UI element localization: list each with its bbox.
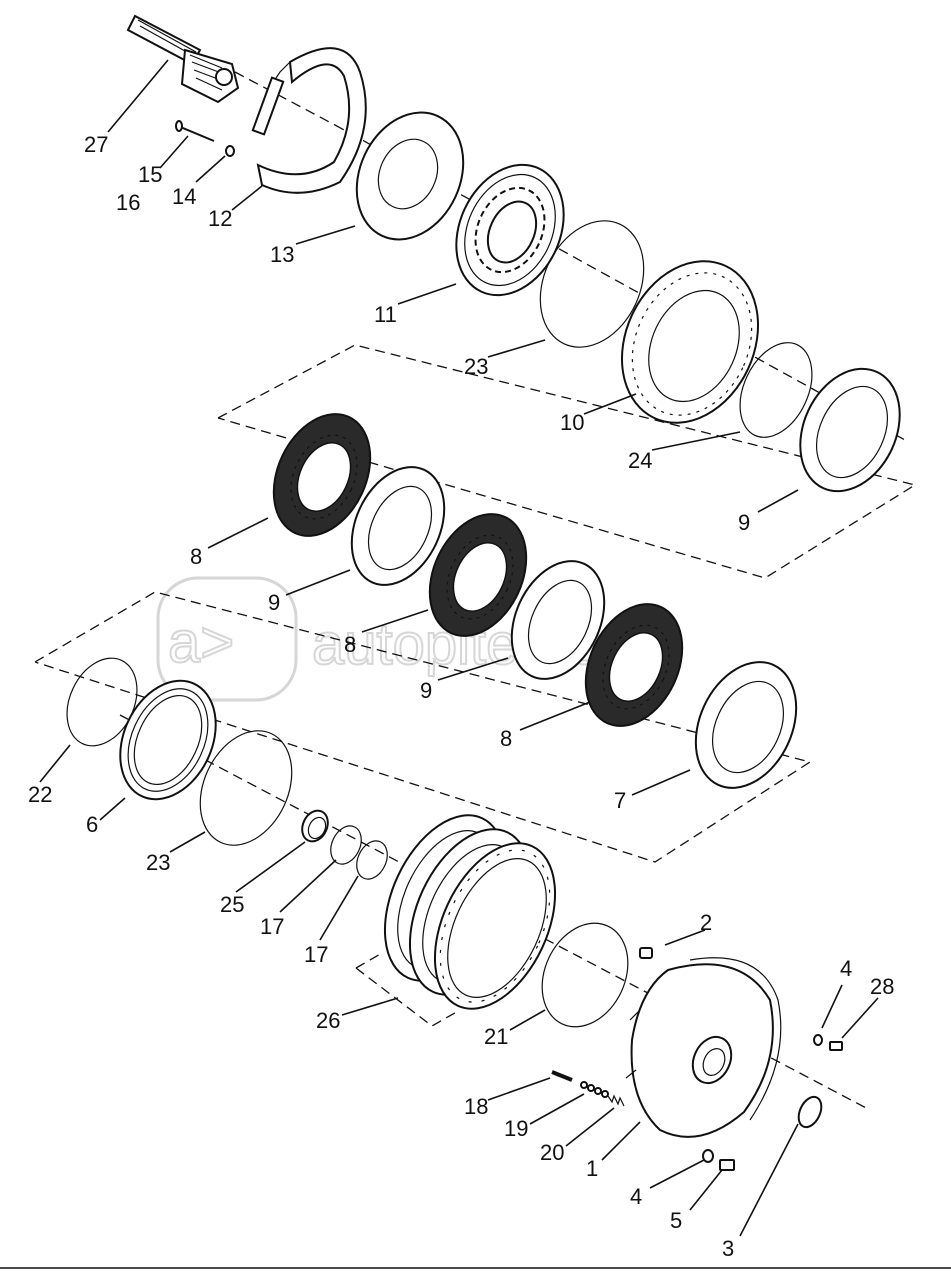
label-16: 16 xyxy=(116,190,140,215)
label-9-middle: 9 xyxy=(420,678,432,703)
part-19-balls xyxy=(580,1081,609,1098)
part-25-bearing xyxy=(301,809,329,843)
label-4-lower: 4 xyxy=(630,1184,642,1209)
label-8-middle: 8 xyxy=(344,632,356,657)
label-20: 20 xyxy=(540,1140,564,1165)
label-24: 24 xyxy=(628,448,652,473)
part-1-housing xyxy=(625,957,782,1138)
part-20-spring xyxy=(607,1094,625,1107)
part-4-washer-upper xyxy=(813,1034,823,1046)
label-12: 12 xyxy=(208,206,232,231)
label-18: 18 xyxy=(464,1094,488,1119)
label-14: 14 xyxy=(172,184,196,209)
part-3-seal xyxy=(797,1095,823,1129)
group-outlines xyxy=(34,344,917,1027)
part-24-oring xyxy=(739,342,813,438)
part-9-separator-plate-c xyxy=(510,560,606,680)
part-8-friction-disc-b xyxy=(428,513,528,637)
part-14-washer xyxy=(225,145,235,157)
part-21-oring xyxy=(541,922,629,1028)
label-10: 10 xyxy=(560,410,584,435)
part-13-plate xyxy=(355,111,465,241)
label-22: 22 xyxy=(28,782,52,807)
part-10-piston xyxy=(620,260,760,424)
label-26: 26 xyxy=(316,1008,340,1033)
part-15-bolt xyxy=(175,120,215,142)
part-9-separator-plate-a xyxy=(799,367,901,493)
part-17-snap-ring-a xyxy=(330,825,362,865)
part-7-end-plate xyxy=(694,661,798,789)
label-8-left: 8 xyxy=(190,544,202,569)
label-5: 5 xyxy=(670,1208,682,1233)
label-28: 28 xyxy=(870,974,894,999)
label-21: 21 xyxy=(484,1024,508,1049)
part-17-snap-ring-b xyxy=(356,840,388,880)
part-27-input-shaft xyxy=(126,14,240,104)
part-9-separator-plate-b xyxy=(350,466,446,586)
part-2-plug xyxy=(639,947,653,959)
part-6-seal-ring xyxy=(119,679,217,801)
label-23-lower: 23 xyxy=(146,850,170,875)
label-13: 13 xyxy=(270,242,294,267)
label-9-right: 9 xyxy=(738,510,750,535)
part-18-pin xyxy=(551,1070,573,1082)
part-11-bearing xyxy=(455,163,565,297)
watermark-logo: a> xyxy=(168,610,234,675)
label-17-a: 17 xyxy=(260,914,284,939)
part-26-shim-stack xyxy=(383,814,557,1010)
part-28-bolt xyxy=(829,1041,843,1051)
part-23-oring-upper xyxy=(539,220,645,348)
part-8-friction-disc-c xyxy=(584,603,684,727)
label-2: 2 xyxy=(700,910,712,935)
part-23-oring-lower xyxy=(199,730,293,846)
label-19: 19 xyxy=(504,1116,528,1141)
label-27: 27 xyxy=(84,132,108,157)
label-15: 15 xyxy=(138,162,162,187)
label-25: 25 xyxy=(220,892,244,917)
label-9-left: 9 xyxy=(268,590,280,615)
label-11: 11 xyxy=(374,302,397,327)
part-5-bolt xyxy=(719,1159,735,1171)
part-12-retainer-ring xyxy=(251,47,367,194)
label-6: 6 xyxy=(86,812,98,837)
label-17-b: 17 xyxy=(304,942,328,967)
label-1: 1 xyxy=(586,1156,598,1181)
part-4-washer-lower xyxy=(702,1149,714,1163)
label-8-right: 8 xyxy=(500,726,512,751)
label-7: 7 xyxy=(614,788,626,813)
part-labels: 27 15 16 14 12 13 11 23 10 24 9 8 9 8 9 … xyxy=(28,132,894,1261)
leader-lines xyxy=(39,59,879,1237)
label-23-upper: 23 xyxy=(464,354,488,379)
label-3: 3 xyxy=(722,1236,734,1261)
part-8-friction-disc-a xyxy=(272,413,372,537)
label-4-upper: 4 xyxy=(840,956,852,981)
